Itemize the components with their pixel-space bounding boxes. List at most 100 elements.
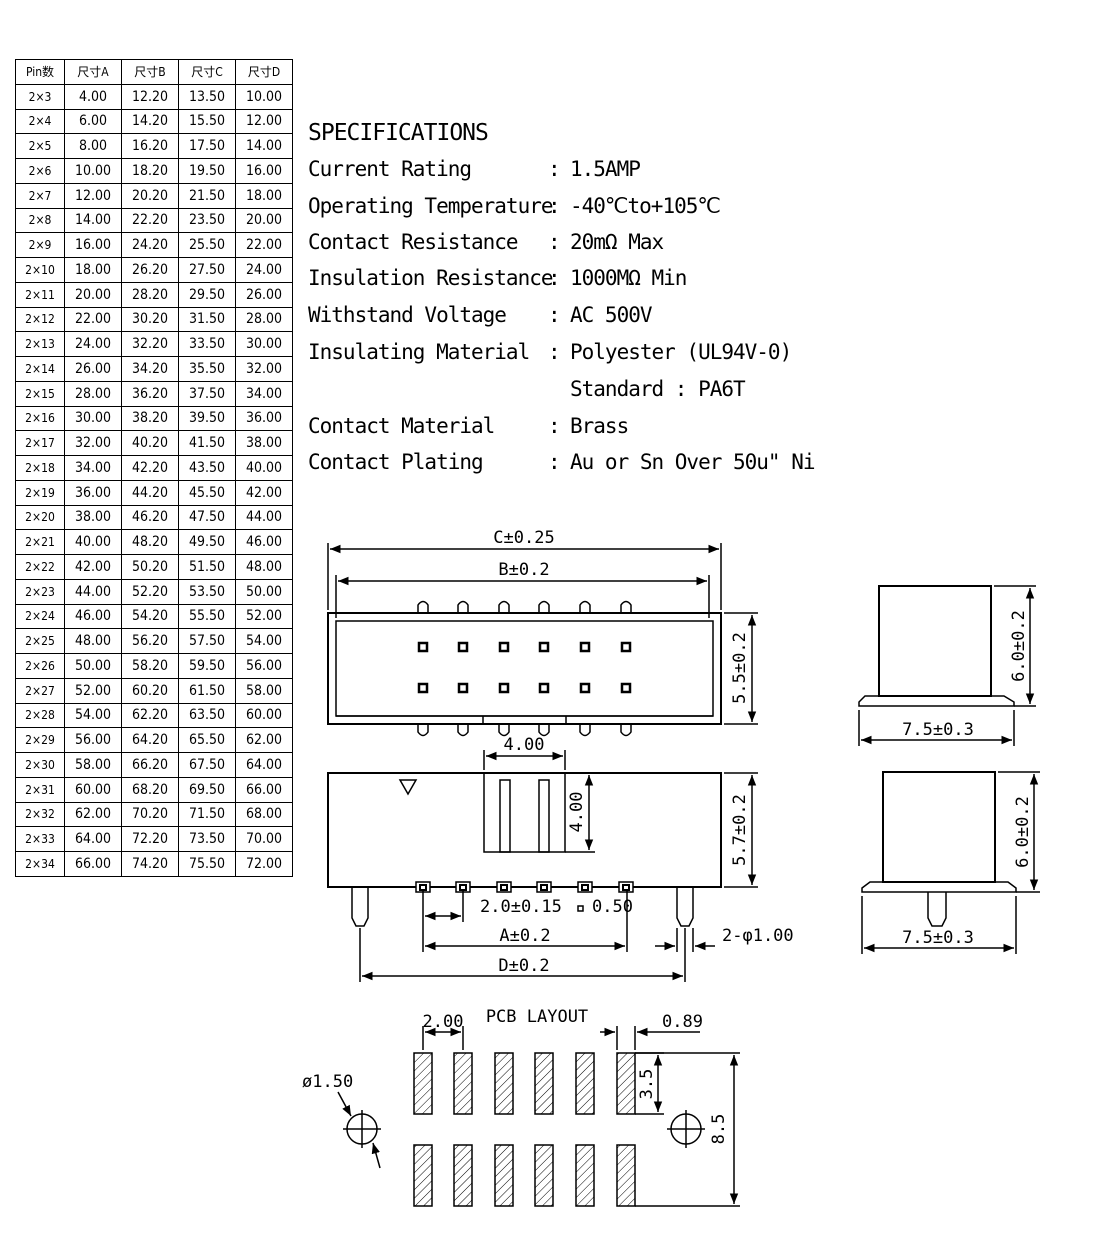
- cell-dim-d: 26.00: [235, 281, 293, 308]
- cell-dim-c: 25.50: [178, 232, 236, 258]
- cell-dim-b: 72.20: [121, 826, 179, 852]
- spec-colon: :: [548, 230, 561, 254]
- cell-dim-c: 27.50: [178, 257, 236, 283]
- label-post: 2-φ1.00: [722, 926, 794, 946]
- label-side-width-2: 7.5±0.3: [902, 928, 974, 948]
- front-pin-foot: [577, 881, 593, 893]
- cell-dim-b: 60.20: [121, 677, 179, 704]
- top-pin-square: [538, 641, 550, 653]
- top-view-pins: [417, 600, 632, 737]
- top-pin-square: [579, 641, 591, 653]
- top-pin-tip: [538, 600, 550, 613]
- front-pin-square: [622, 884, 630, 891]
- spec-value: -40℃to+105℃: [570, 194, 721, 218]
- cell-dim-b: 28.20: [121, 281, 179, 308]
- top-pin-tip: [417, 600, 429, 613]
- cell-pin-count: 2×34: [15, 851, 65, 877]
- dim-b-line: [335, 575, 710, 618]
- spec-label: Insulating Material: [308, 340, 530, 364]
- top-pin-tip: [620, 724, 632, 737]
- cell-dim-a: 46.00: [64, 603, 122, 630]
- cell-dim-a: 50.00: [64, 653, 122, 679]
- pcb-layout: [337, 1026, 740, 1207]
- cell-dim-b: 50.20: [121, 554, 179, 580]
- front-pin-foot: [536, 881, 552, 893]
- dim-post-line: [655, 928, 715, 952]
- cell-dim-b: 66.20: [121, 752, 179, 778]
- front-pin-square: [581, 884, 589, 891]
- cell-dim-d: 70.00: [235, 826, 293, 852]
- pcb-pad: [453, 1052, 473, 1115]
- dim-d-line: [359, 928, 686, 982]
- cell-pin-count: 2×17: [15, 430, 65, 456]
- front-pin-square: [540, 884, 548, 891]
- header-dim-a: 尺寸A: [64, 59, 122, 85]
- dim-key-width-line: [483, 750, 566, 770]
- header-dim-c: 尺寸C: [178, 59, 236, 85]
- spec-label: Withstand Voltage: [308, 303, 507, 327]
- spec-value: AC 500V: [570, 303, 653, 327]
- cell-dim-d: 12.00: [235, 108, 293, 135]
- cell-dim-b: 22.20: [121, 207, 179, 234]
- cell-dim-c: 59.50: [178, 653, 236, 679]
- cell-dim-d: 54.00: [235, 628, 293, 654]
- spec-value: Au or Sn Over 50u" Ni: [570, 450, 816, 474]
- cell-dim-b: 52.20: [121, 578, 179, 605]
- spec-label: Operating Temperature: [308, 194, 554, 218]
- top-pin-tip: [498, 724, 510, 737]
- label-side-height-2: 6.0±0.2: [1013, 796, 1033, 868]
- spec-label: Insulation Resistance: [308, 266, 554, 290]
- cell-pin-count: 2×32: [15, 801, 65, 828]
- dim-pitch-line: [422, 890, 464, 952]
- header-pin-count: Pin数: [15, 59, 65, 85]
- spec-colon: :: [548, 340, 561, 364]
- cell-dim-c: 33.50: [178, 331, 236, 357]
- top-pin-tip: [457, 724, 469, 737]
- spec-value: 20mΩ Max: [570, 230, 664, 254]
- cell-dim-d: 18.00: [235, 182, 293, 209]
- cell-pin-count: 2×28: [15, 702, 65, 729]
- top-pin-square: [457, 641, 469, 653]
- cell-dim-b: 64.20: [121, 727, 179, 753]
- cell-dim-b: 62.20: [121, 702, 179, 729]
- table-header-row: Pin数 尺寸A 尺寸B 尺寸C 尺寸D: [15, 59, 293, 85]
- dim-height-top-line: [724, 612, 758, 725]
- cell-pin-count: 2×31: [15, 776, 65, 803]
- cell-dim-d: 48.00: [235, 554, 293, 580]
- cell-dim-d: 60.00: [235, 702, 293, 729]
- cell-dim-a: 62.00: [64, 801, 122, 828]
- pcb-pad: [575, 1052, 595, 1115]
- cell-dim-a: 30.00: [64, 405, 122, 432]
- cell-dim-b: 74.20: [121, 851, 179, 877]
- top-pin-tip: [457, 600, 469, 613]
- dim-key-height-line: [565, 772, 595, 853]
- pcb-pad: [534, 1144, 554, 1207]
- cell-dim-a: 32.00: [64, 430, 122, 456]
- top-pin-square: [457, 682, 469, 694]
- pcb-layout-title: PCB LAYOUT: [486, 1007, 588, 1027]
- label-pcb-pad-width: 0.89: [662, 1012, 703, 1032]
- cell-dim-a: 44.00: [64, 578, 122, 605]
- spec-value: 1000MΩ Min: [570, 266, 687, 290]
- top-pin-square: [498, 682, 510, 694]
- cell-dim-b: 54.20: [121, 603, 179, 630]
- cell-dim-b: 48.20: [121, 529, 179, 555]
- cell-dim-d: 38.00: [235, 430, 293, 456]
- cell-dim-c: 65.50: [178, 727, 236, 753]
- cell-dim-d: 10.00: [235, 83, 293, 110]
- spec-colon: :: [548, 414, 561, 438]
- cell-dim-a: 6.00: [64, 108, 122, 135]
- pcb-pad: [534, 1052, 554, 1115]
